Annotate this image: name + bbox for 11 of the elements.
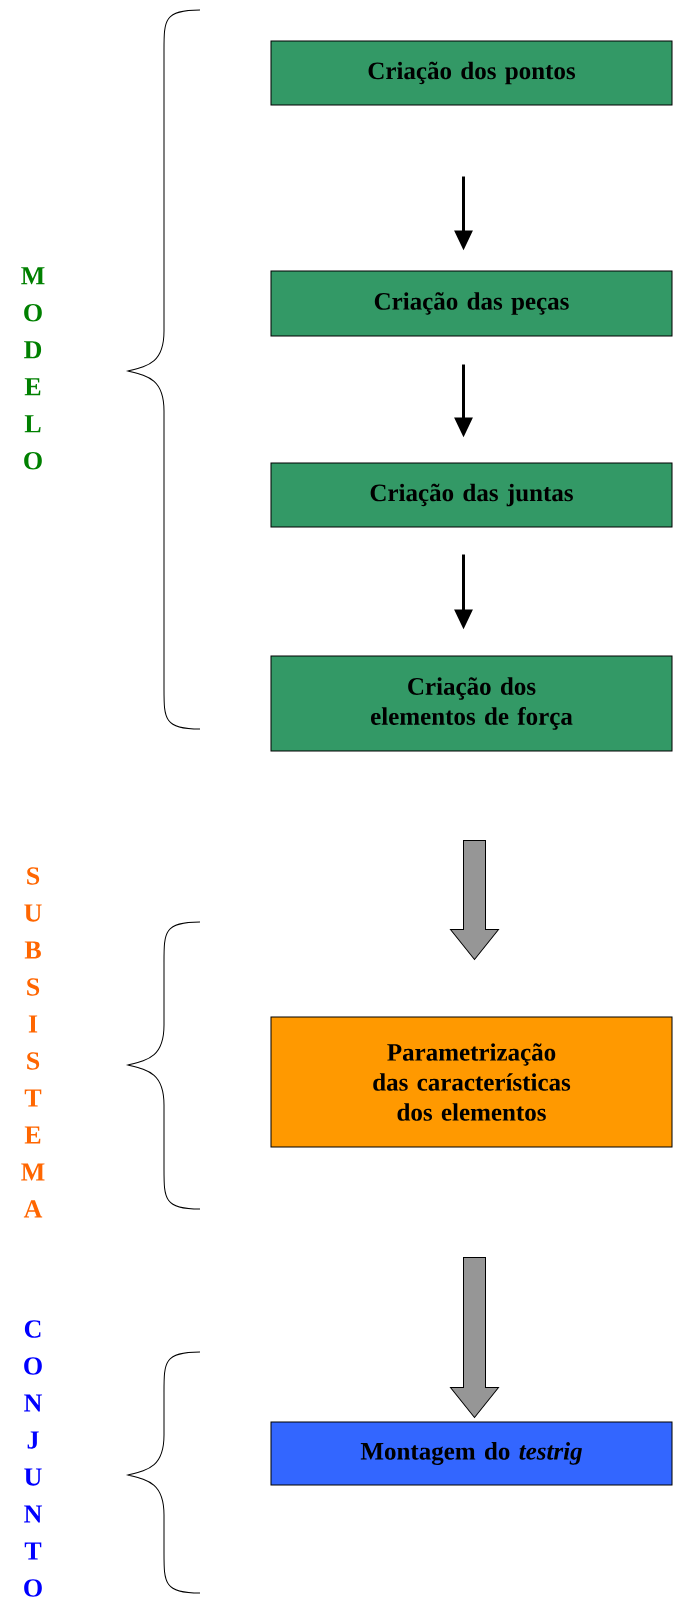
process-box: Criação das juntas [270,462,673,528]
process-box: Criação das peças [270,270,673,337]
process-box: Parametrização das características dos elementos [270,1016,673,1148]
process-box: Criação dos elementos de força [270,655,673,752]
process-box: Montagem do testrig [270,1421,673,1486]
block-arrow [450,1257,499,1418]
vertical-label: CONJUNTO [24,1320,43,1597]
process-box: Criação dos pontos [270,40,673,106]
vertical-label: SUBSISTEMA [21,867,45,1218]
block-arrow [450,840,499,960]
vertical-label: MODELO [21,267,45,470]
